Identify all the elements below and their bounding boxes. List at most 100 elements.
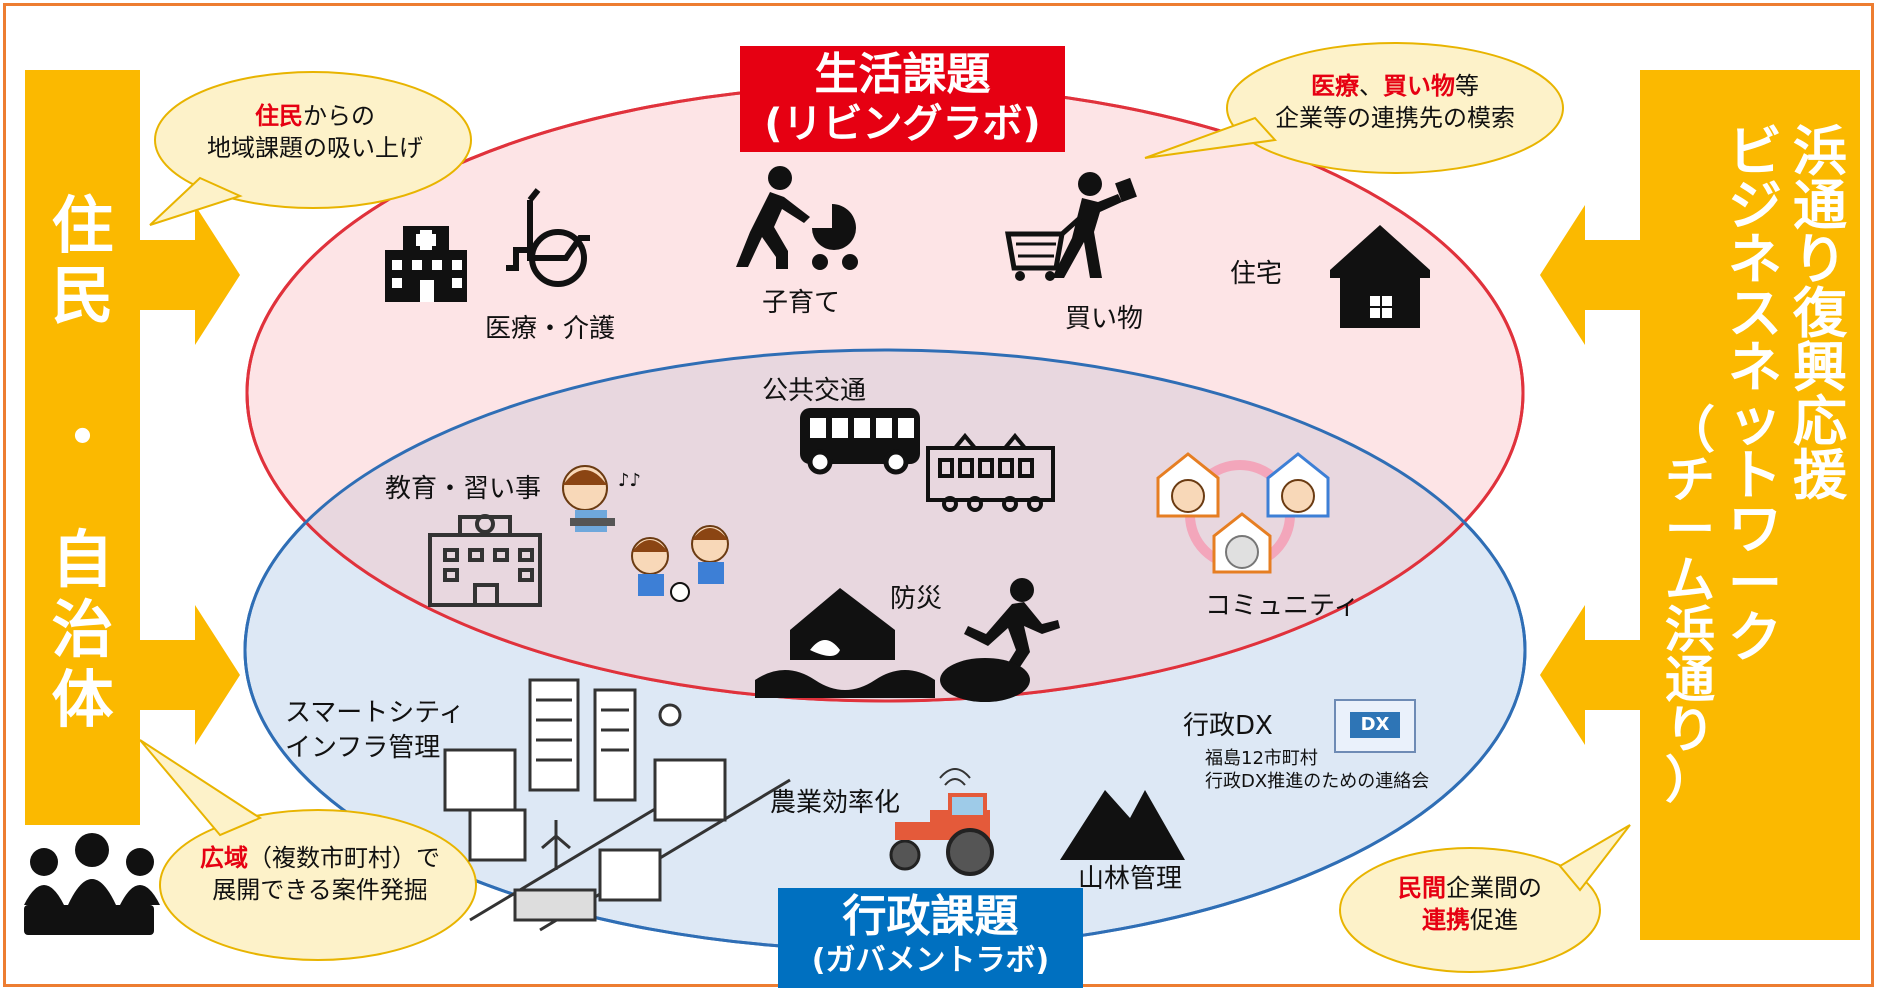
bubble-top-right-em2: 買い物 <box>1383 72 1455 100</box>
right-col1-char-1: 通 <box>1793 174 1847 237</box>
right-col1-char-0: 浜 <box>1793 120 1847 183</box>
right-col1-char-6: 援 <box>1793 444 1847 507</box>
bubble-bottom-right-em1: 民間 <box>1398 874 1446 902</box>
stroller-icon <box>736 166 858 270</box>
bubble-bottom-right: 民間企業間の 連携促進 <box>1360 872 1580 937</box>
label-smart-city-line1: スマートシティ <box>285 698 465 728</box>
right-col3-char-3: ム <box>1665 551 1715 609</box>
label-childcare: 子育て <box>762 288 841 318</box>
right-col3-char-4: 浜 <box>1665 601 1715 659</box>
right-col3-char-5: 通 <box>1665 651 1715 709</box>
label-medical-care: 医療・介護 <box>485 314 616 344</box>
right-col1-char-4: 興 <box>1793 336 1847 399</box>
bubble-bottom-left-shape <box>159 809 477 961</box>
arrow-right-lower <box>140 605 240 745</box>
shopping-cart-icon <box>1005 172 1137 281</box>
right-col2-char-2: ネ <box>1728 228 1782 291</box>
label-smart-city: スマートシティ インフラ管理 <box>285 696 465 766</box>
government-lab-title: 行政課題 (ガバメントラボ) <box>778 888 1083 988</box>
children-icon: ♪♪ <box>562 465 729 602</box>
bubble-bottom-right-em2: 連携 <box>1422 906 1470 935</box>
right-bar-col1: 浜 通 り 復 興 応 援 <box>1790 125 1850 503</box>
train-icon <box>926 432 1055 512</box>
label-community: コミュニティ <box>1205 591 1360 621</box>
right-bar <box>1640 70 1860 940</box>
flood-house-icon <box>755 588 935 698</box>
smart-city-icon <box>443 678 791 932</box>
bubble-top-left-line2: 地域課題の吸い上げ <box>207 134 423 163</box>
house-icon <box>1330 225 1430 328</box>
label-admin-dx: 行政DX <box>1183 711 1273 741</box>
school-icon <box>428 514 542 607</box>
bubble-top-right-rest: 等 <box>1455 72 1479 100</box>
label-disaster-prevention: 防災 <box>890 584 943 614</box>
label-dx-note-line1: 福島12市町村 <box>1205 748 1318 769</box>
mountain-icon <box>1060 790 1185 860</box>
left-char-4: 治 <box>51 593 114 666</box>
bubble-bottom-right-rest2: 促進 <box>1470 906 1518 935</box>
left-bar <box>25 70 140 825</box>
left-char-3: 自 <box>51 523 114 596</box>
bubble-top-left: 住民からの 地域課題の吸い上げ <box>170 100 460 165</box>
right-col2-char-9: ク <box>1728 606 1782 669</box>
arrow-right-upper <box>140 205 240 345</box>
bubble-top-right-sep: 、 <box>1359 72 1383 100</box>
wheelchair-icon <box>506 188 590 287</box>
bubble-bottom-left-rest: （複数市町村）で <box>248 844 440 872</box>
label-dx-note: 福島12市町村 行政DX推進のための連絡会 <box>1205 748 1429 793</box>
right-col3-char-0: （ <box>1665 401 1715 459</box>
label-agriculture: 農業効率化 <box>770 788 901 818</box>
label-smart-city-line2: インフラ管理 <box>285 733 441 764</box>
left-char-1: 民 <box>51 259 114 332</box>
right-col3-char-7: ） <box>1665 751 1715 809</box>
bubble-top-left-shape <box>154 71 472 209</box>
bubble-bottom-left-em: 広域 <box>200 844 248 872</box>
svg-text:♪♪: ♪♪ <box>618 470 641 491</box>
label-dx-note-line2: 行政DX推進のための連絡会 <box>1205 770 1430 792</box>
label-public-transit: 公共交通 <box>762 376 867 406</box>
right-col3-char-2: ー <box>1665 501 1715 559</box>
community-icon <box>1156 452 1330 574</box>
right-bar-col2: ビ ジ ネ ス ネ ッ ト ワ ー ク <box>1725 125 1785 665</box>
bubble-top-right-shape <box>1226 42 1564 174</box>
right-col2-char-6: ト <box>1728 444 1782 507</box>
hospital-icon <box>385 226 467 302</box>
label-housing: 住宅 <box>1230 259 1283 289</box>
right-col2-char-0: ビ <box>1728 120 1782 183</box>
left-char-5: 体 <box>51 663 114 736</box>
tractor-icon <box>889 768 994 876</box>
bubble-top-left-em: 住民 <box>255 102 303 130</box>
arrow-left-upper <box>1540 205 1640 345</box>
dx-badge-text: DX <box>1360 714 1390 735</box>
right-col2-char-1: ジ <box>1728 174 1782 237</box>
right-col1-char-5: 応 <box>1793 390 1847 453</box>
right-col2-char-3: ス <box>1728 282 1782 345</box>
left-bar-text: 住 民 ・ 自 治 体 <box>25 195 140 731</box>
label-shopping: 買い物 <box>1065 304 1144 334</box>
right-col2-char-7: ワ <box>1728 498 1782 561</box>
right-col3-char-1: チ <box>1665 451 1715 509</box>
living-lab-title-line1: 生活課題 <box>814 49 991 100</box>
label-forestry: 山林管理 <box>1078 864 1183 894</box>
people-group-icon-left <box>24 833 160 935</box>
right-col1-char-2: り <box>1793 228 1847 291</box>
right-col1-char-3: 復 <box>1793 282 1847 345</box>
bubble-top-right-em1: 医療 <box>1311 72 1359 100</box>
bubble-top-right: 医療、買い物等 企業等の連携先の模索 <box>1245 70 1545 135</box>
government-lab-title-line2: (ガバメントラボ) <box>811 943 1050 978</box>
right-col2-char-8: ー <box>1728 552 1782 615</box>
bubble-bottom-right-shape <box>1339 847 1601 973</box>
label-education: 教育・習い事 <box>385 474 542 504</box>
living-lab-title-line2: (リビングラボ) <box>764 101 1041 147</box>
bubble-bottom-left-line2: 展開できる案件発掘 <box>212 876 428 905</box>
evacuation-runner-icon <box>940 578 1060 702</box>
right-col2-char-5: ッ <box>1728 390 1782 453</box>
left-char-0: 住 <box>51 189 114 262</box>
bubble-top-right-line2: 企業等の連携先の模索 <box>1275 104 1515 133</box>
left-char-2: ・ <box>51 401 114 474</box>
bubble-top-left-rest: からの <box>303 102 375 130</box>
right-col2-char-4: ネ <box>1728 336 1782 399</box>
bus-icon <box>800 408 920 475</box>
